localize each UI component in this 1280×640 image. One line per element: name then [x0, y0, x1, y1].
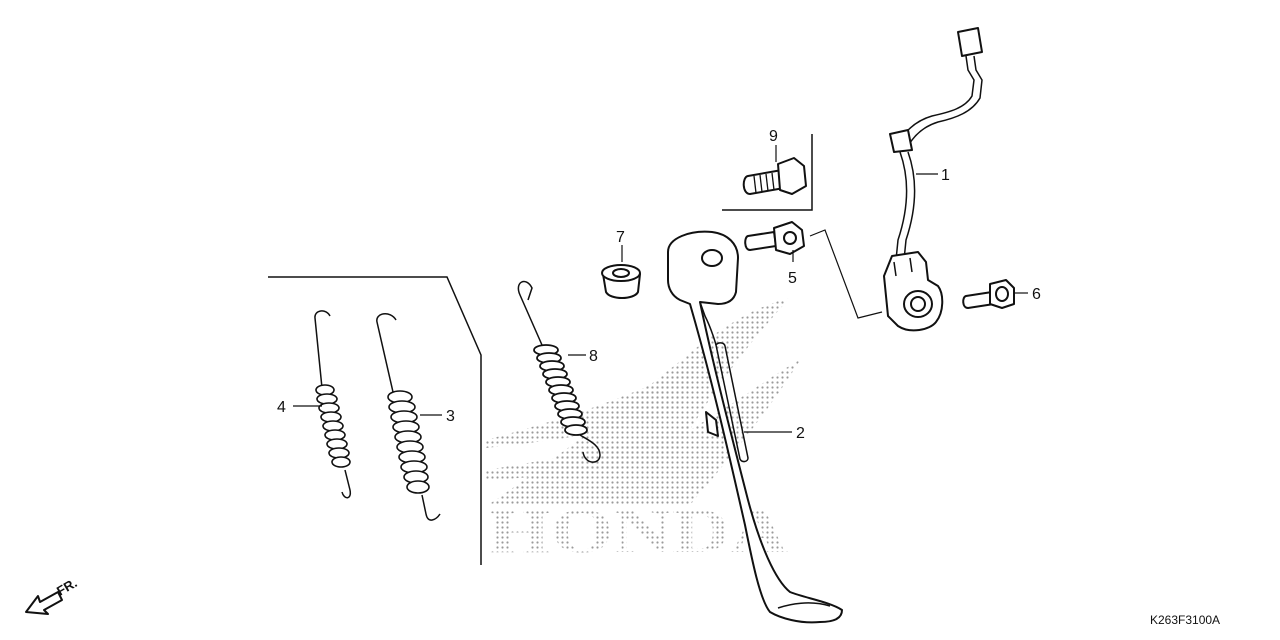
part-4-spring[interactable]	[314, 310, 352, 499]
part-1-side-stand-switch[interactable]	[883, 27, 983, 332]
figure-code: K263F3100A	[1150, 613, 1220, 627]
honda-wing-watermark: HONDA	[486, 298, 800, 566]
callout-7: 7	[616, 229, 625, 246]
part-8-spring[interactable]	[517, 280, 601, 463]
callout-8: 8	[589, 348, 598, 365]
part-9-bolt[interactable]	[742, 157, 807, 195]
part-7-grommet[interactable]	[601, 264, 641, 299]
front-direction-indicator: FR.	[25, 575, 80, 615]
bolt-group-bracket	[722, 134, 813, 211]
watermark-text: HONDA	[488, 495, 788, 566]
callout-4: 4	[277, 399, 286, 416]
arrow-down-left-icon	[25, 591, 63, 615]
part-6-bolt[interactable]	[962, 279, 1015, 309]
leader-lines	[293, 145, 1028, 433]
callout-6: 6	[1032, 286, 1041, 303]
callout-2: 2	[796, 425, 805, 442]
part-5-bolt[interactable]	[744, 221, 805, 255]
callout-3: 3	[446, 408, 455, 425]
callout-9: 9	[769, 128, 778, 145]
callout-1: 1	[941, 167, 950, 184]
part-5-connection-line	[809, 229, 883, 319]
spring-group-bracket	[268, 276, 482, 565]
part-3-spring[interactable]	[376, 313, 441, 521]
part-2-side-stand[interactable]	[667, 230, 843, 624]
callout-5: 5	[788, 270, 797, 287]
